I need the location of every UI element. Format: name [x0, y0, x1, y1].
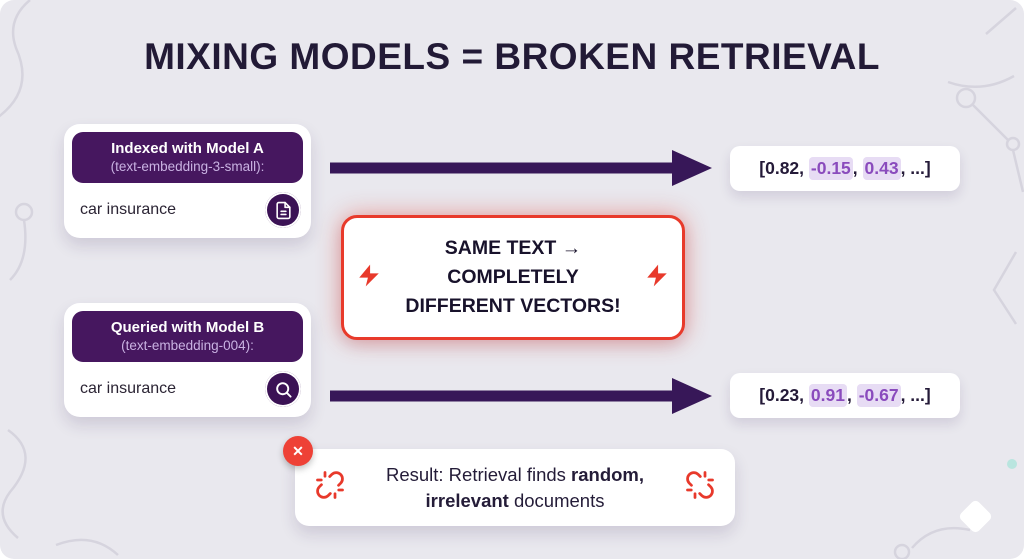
arrow-model-a-to-vector-icon	[330, 150, 712, 186]
page-title: MIXING MODELS = BROKEN RETRIEVAL	[144, 36, 880, 77]
lightning-icon	[356, 262, 382, 293]
model-a-header-subtitle: (text-embedding-3-small):	[110, 159, 265, 174]
text-segment: ,	[852, 158, 863, 178]
broken-link-icon	[315, 470, 345, 505]
model-a-header: Indexed with Model A (text-embedding-3-s…	[72, 132, 303, 183]
model-a-header-title: Indexed with Model A	[111, 140, 264, 157]
model-b-header: Queried with Model B (text-embedding-004…	[72, 311, 303, 362]
lightning-icon	[644, 262, 670, 293]
warning-line-2: COMPLETELY	[447, 265, 579, 288]
result-card: ✕ Result: Retrieval finds random, irrele…	[283, 436, 735, 526]
broken-link-icon	[685, 470, 715, 505]
warning-card: SAME TEXT → COMPLETELY DIFFERENT VECTORS…	[341, 215, 685, 340]
model-a-card: Indexed with Model A (text-embedding-3-s…	[64, 124, 311, 238]
text-segment: 0.82	[765, 158, 800, 178]
warning-line-3: DIFFERENT VECTORS!	[405, 295, 621, 318]
text-segment: ,	[846, 385, 857, 405]
model-b-query-text: car insurance	[80, 380, 177, 397]
arrow-model-b-to-vector-icon	[330, 378, 712, 414]
model-b-header-subtitle: (text-embedding-004):	[121, 338, 254, 353]
warning-line-1: SAME TEXT →	[444, 236, 582, 259]
text-segment: 0.23	[765, 385, 800, 405]
text-segment: 0.91	[808, 384, 847, 407]
result-text: Result: Retrieval finds random, irreleva…	[356, 462, 674, 514]
x-icon: ✕	[283, 436, 313, 466]
vector-b-output: [0.23, 0.91, -0.67, ...]	[730, 373, 960, 418]
text-segment: -0.67	[856, 384, 901, 407]
text-segment: [	[759, 385, 766, 405]
document-icon	[265, 192, 301, 228]
model-b-query-row: car insurance	[72, 362, 303, 409]
text-segment: ,	[799, 158, 809, 178]
text-segment: -0.15	[808, 157, 853, 180]
text-segment: , ...]	[900, 158, 931, 178]
model-b-header-title: Queried with Model B	[110, 319, 265, 336]
vector-a-output: [0.82, -0.15, 0.43, ...]	[730, 146, 960, 191]
text-segment: Result: Retrieval finds	[385, 463, 572, 485]
text-segment: documents	[508, 489, 605, 511]
text-segment: random, irrelevant	[425, 463, 645, 511]
text-segment: [	[759, 158, 766, 178]
model-a-query-row: car insurance	[72, 183, 303, 230]
model-a-query-text: car insurance	[80, 201, 177, 218]
model-b-card: Queried with Model B (text-embedding-004…	[64, 303, 311, 417]
text-segment: , ...]	[900, 385, 931, 405]
text-segment: 0.43	[862, 157, 901, 180]
text-segment: ,	[799, 385, 809, 405]
search-icon	[265, 371, 301, 407]
